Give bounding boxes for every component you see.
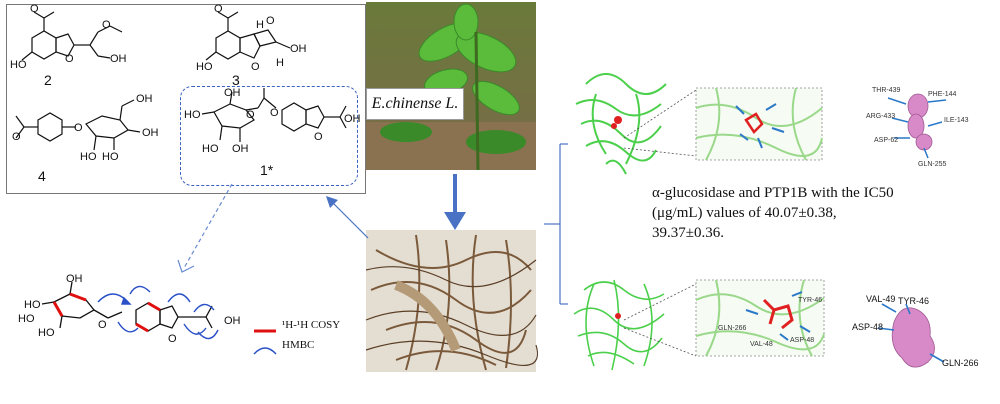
atom-oh: OH [224,315,241,327]
compound-panel [6,4,366,194]
atom-o: O [74,122,83,134]
bracket [544,143,568,305]
residue-label: VAL-48 [750,341,773,348]
residue-surface-top: THR-439 PHE-144 ARG-433 ILE-143 ASP-62 G… [866,87,969,168]
residue-surface-bottom: VAL-49 TYR-46 ASP-48 GLN-266 [852,294,979,368]
compound-4-structure: O O OH HO HO OH [12,93,159,163]
compound-1-box [180,86,358,186]
atom-h: H [256,19,264,31]
residue-label: ASP-62 [874,137,898,144]
atom-ho: HO [10,59,27,71]
atom-o: O [102,19,111,31]
atom-o: O [270,107,279,119]
residue-label: GLN-255 [918,161,947,168]
residue-label: THR-439 [872,87,901,94]
residue-label: ILE-143 [944,117,969,124]
atom-o: O [314,131,323,143]
zoom-lines-top [623,89,697,157]
atom-ho: HO [184,109,201,121]
compound-1-structure: OH O O O OH HO HO OH [184,87,361,155]
legend-hmbc-label: HMBC [282,339,315,351]
atom-ho: HO [196,61,213,73]
dashed-arrow-to-hmbc [177,183,233,273]
residue-label: ASP-48 [852,322,883,332]
ic50-results-text: α-glucosidase and PTP1B with the IC50 (μ… [652,185,894,241]
atom-o: O [246,109,255,121]
protein-bottom [573,279,665,371]
atom-o: O [30,3,39,15]
atom-o: O [98,319,107,331]
compound-2-label: 2 [44,72,52,88]
plant-name-label: E.chinense L. [366,88,464,120]
compound-2-structure: O HO O O OH [10,3,127,71]
atom-oh: OH [66,273,83,285]
residue-label: GLN-266 [718,325,747,332]
residue-label: TYR-46 [898,296,929,306]
atom-oh: OH [290,43,307,55]
compound-4-label: 4 [38,168,46,184]
atom-oh: OH [110,53,127,65]
hmbc-cosy-structure: HO HO HO OH O O OH [18,273,241,345]
atom-ho: HO [202,143,219,155]
atom-ho: HO [18,313,35,325]
protein-top [575,73,667,175]
plant-photo [366,2,536,171]
zoom-lines-bottom [623,283,697,357]
residue-label: VAL-49 [866,294,895,304]
residue-label: ARG-433 [866,113,895,120]
residue-label: GLN-266 [942,358,979,368]
atom-ho: HO [102,151,119,163]
atom-o: O [251,61,260,73]
atom-o: O [214,3,223,15]
atom-o: O [168,333,177,345]
atom-oh: OH [224,87,241,99]
root-photo [365,230,538,372]
legend-cosy-symbol [254,329,276,333]
legend-cosy-label: ¹H-¹H COSY [282,319,341,331]
compound-3-label: 3 [232,72,240,88]
atom-o: O [12,131,21,143]
residue-label: TYR-46 [798,297,822,304]
atom-o: O [65,53,74,65]
atom-oh: OH [136,93,153,105]
atom-h: H [276,57,284,69]
atom-oh: OH [142,127,159,139]
atom-ho: HO [24,299,41,311]
residue-label: ASP-48 [790,337,814,344]
legend-hmbc-symbol [253,347,277,355]
compound-1-label: 1* [260,162,274,178]
atom-o: O [266,15,275,27]
down-arrow [444,174,466,230]
compound-3-structure: O HO O O H H OH [196,3,307,73]
binding-site-bottom: TYR-46 GLN-266 VAL-48 ASP-48 [695,279,825,357]
atom-oh: OH [344,113,361,125]
binding-site-top [695,87,823,161]
residue-label: PHE-144 [928,91,957,98]
atom-ho: HO [80,151,97,163]
arrow-to-compounds [326,196,369,239]
atom-oh: OH [232,143,249,155]
atom-ho: HO [38,327,55,339]
